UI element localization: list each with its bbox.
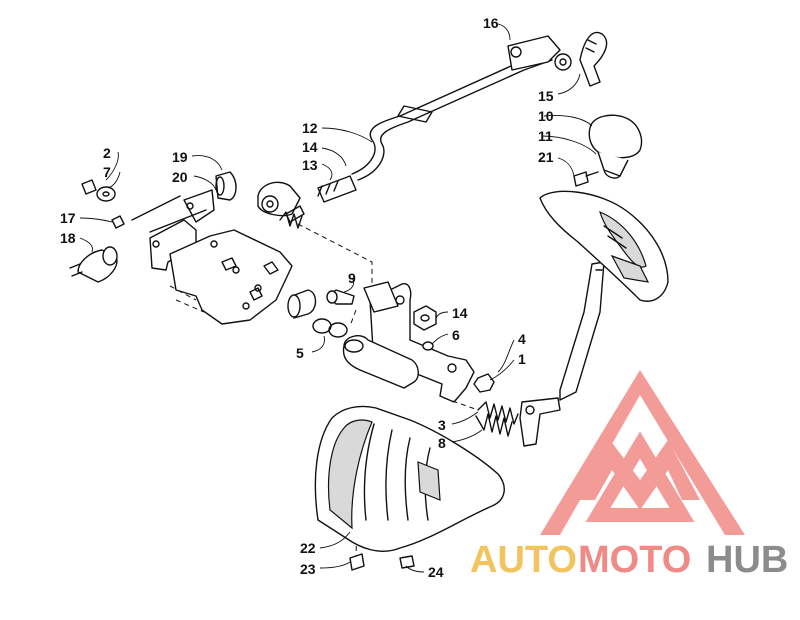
callout-19: 19 (172, 149, 188, 165)
spring-small (279, 211, 303, 229)
callout-10: 10 (538, 108, 554, 124)
washer-6 (422, 341, 434, 351)
screw-23 (349, 553, 365, 571)
neutral-switch-18 (69, 246, 118, 283)
rod-end-upper (507, 31, 608, 87)
callout-2: 2 (103, 145, 111, 161)
lower-cover-panel (314, 405, 505, 552)
cover-19-20 (215, 171, 237, 201)
callout-21: 21 (538, 149, 554, 165)
callout-14-mid: 14 (452, 305, 468, 321)
callout-1: 1 (518, 351, 526, 367)
callout-13: 13 (302, 157, 318, 173)
callout-23: 23 (300, 561, 316, 577)
clip-24 (399, 555, 415, 569)
shift-lever (519, 261, 605, 447)
watermark-hub: HUB (706, 539, 788, 581)
callout-20: 20 (172, 169, 188, 185)
callout-15: 15 (538, 88, 554, 104)
callout-17: 17 (60, 210, 76, 226)
pivot-bracket (342, 283, 475, 403)
spring-8 (475, 401, 519, 437)
callout-6: 6 (452, 327, 460, 343)
callout-labels: 16 15 10 11 21 12 14 13 2 7 19 20 17 18 … (60, 15, 554, 580)
watermark-logo (540, 370, 745, 535)
callout-24: 24 (428, 564, 444, 580)
callout-9: 9 (348, 270, 356, 286)
bolt-9 (326, 289, 355, 305)
watermark-moto: MOTO (578, 539, 691, 581)
plate-small (363, 281, 399, 313)
watermark-auto: AUTO (470, 539, 577, 581)
callout-5: 5 (296, 345, 304, 361)
shift-lever-boot (539, 190, 669, 302)
callout-22: 22 (300, 540, 316, 556)
callout-11: 11 (538, 128, 553, 144)
watermark-text: AUTO MOTO HUB (470, 539, 788, 581)
nut-14 (413, 305, 437, 331)
callout-leaders (79, 23, 597, 573)
washer-7 (96, 186, 116, 202)
nut-17 (111, 215, 125, 229)
shift-rod (317, 51, 553, 203)
nut-1 (473, 373, 495, 393)
frame-section (169, 229, 293, 325)
callout-8: 8 (438, 435, 446, 451)
bushing (287, 289, 317, 319)
rod-end-lower (257, 181, 305, 223)
callout-18: 18 (60, 230, 76, 246)
shift-knob (588, 114, 643, 179)
callout-12: 12 (302, 120, 318, 136)
screw-2 (81, 179, 97, 195)
callout-16: 16 (483, 15, 499, 31)
o-rings-5 (312, 318, 348, 338)
callout-14-top: 14 (302, 139, 318, 155)
callout-7: 7 (103, 164, 111, 180)
shift-knob-screw (573, 171, 599, 187)
callout-3: 3 (438, 417, 446, 433)
callout-4: 4 (518, 331, 526, 347)
